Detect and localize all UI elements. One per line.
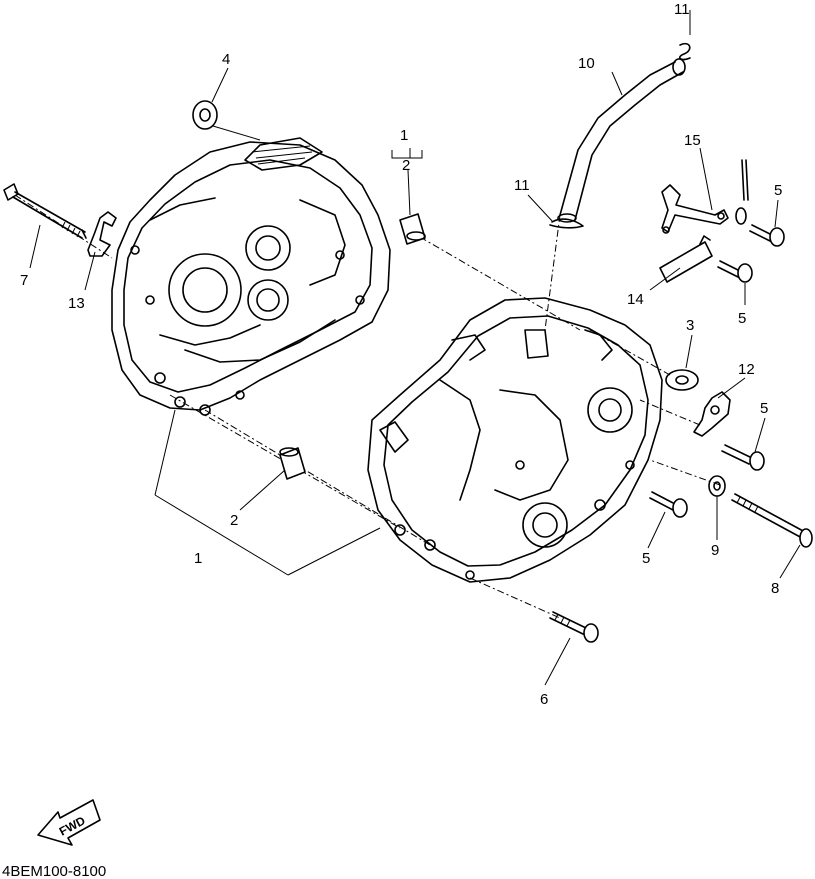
callout-5-mid: 5 bbox=[738, 310, 746, 327]
alignment-lines bbox=[14, 194, 721, 619]
callout-5-right: 5 bbox=[760, 400, 768, 417]
callout-4: 4 bbox=[222, 51, 230, 68]
fwd-arrow: FWD bbox=[37, 799, 101, 846]
callout-12: 12 bbox=[738, 361, 755, 378]
bracket-15 bbox=[661, 184, 729, 234]
callout-5-bottom: 5 bbox=[642, 550, 650, 567]
left-crankcase bbox=[111, 137, 391, 416]
plug-3 bbox=[665, 369, 699, 391]
right-crankcase bbox=[367, 297, 663, 583]
callout-6: 6 bbox=[540, 691, 548, 708]
breather-hose-10 bbox=[557, 58, 686, 223]
callout-2-top: 2 bbox=[402, 157, 410, 174]
callout-11-top: 11 bbox=[674, 1, 690, 18]
callout-14: 14 bbox=[627, 291, 644, 308]
callouts: 11 10 4 1 2 15 11 5 7 13 14 5 3 12 5 2 1… bbox=[20, 1, 782, 708]
callout-3: 3 bbox=[686, 317, 694, 334]
dowel-pin-upper bbox=[399, 213, 426, 245]
hose-clip-11-upper bbox=[678, 42, 691, 61]
callout-13: 13 bbox=[68, 295, 85, 312]
bolt-5-lower bbox=[649, 491, 688, 518]
callout-8: 8 bbox=[771, 580, 779, 597]
hose-clip-11-lower bbox=[549, 218, 584, 229]
callout-15: 15 bbox=[684, 132, 701, 149]
callout-11-mid: 11 bbox=[514, 177, 530, 194]
diagram-code: 4BEM100-8100 bbox=[2, 863, 106, 879]
leader-lines bbox=[29, 10, 801, 686]
dowel-pin-lower bbox=[279, 447, 306, 480]
bolt-8 bbox=[731, 493, 813, 548]
callout-7: 7 bbox=[20, 272, 28, 289]
bolt-5-middle bbox=[717, 260, 753, 283]
callout-5-top: 5 bbox=[774, 182, 782, 199]
washer-4 bbox=[192, 100, 218, 130]
bolt-5-upper bbox=[749, 224, 785, 247]
callout-10: 10 bbox=[578, 55, 595, 72]
washer-9 bbox=[708, 475, 726, 497]
callout-1-top: 1 bbox=[400, 127, 408, 144]
callout-2: 2 bbox=[230, 512, 238, 529]
bolt-7 bbox=[3, 183, 87, 239]
callout-1: 1 bbox=[194, 550, 202, 567]
callout-9: 9 bbox=[711, 542, 719, 559]
bolt-6 bbox=[549, 611, 599, 643]
bracket-12 bbox=[693, 391, 731, 437]
lead-wire-terminal bbox=[735, 159, 749, 225]
bolt-5-right bbox=[721, 444, 765, 471]
clamp-13 bbox=[87, 211, 117, 257]
plate-14 bbox=[659, 235, 713, 283]
